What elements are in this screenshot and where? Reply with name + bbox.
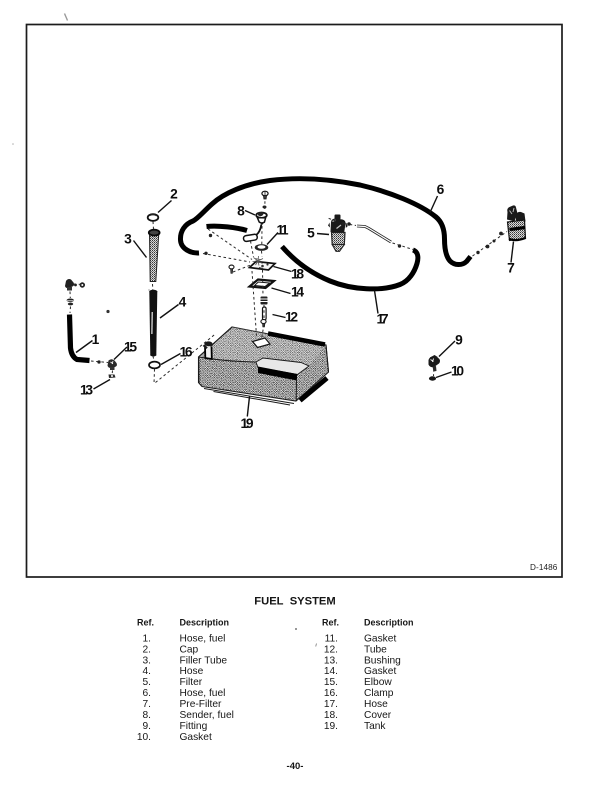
svg-text:Gasket: Gasket [364, 633, 396, 644]
svg-text:Cover: Cover [364, 710, 392, 721]
svg-text:6: 6 [437, 182, 445, 197]
svg-text:19.: 19. [324, 721, 338, 732]
svg-text:3.: 3. [143, 655, 152, 666]
svg-text:8: 8 [237, 204, 245, 219]
svg-text:9.: 9. [143, 721, 152, 732]
svg-text:D-1486: D-1486 [530, 563, 558, 572]
svg-text:-40-: -40- [287, 761, 304, 772]
svg-text:Fitting: Fitting [180, 721, 208, 732]
svg-text:Sender, fuel: Sender, fuel [180, 710, 234, 721]
svg-text:Ref.: Ref. [322, 618, 339, 628]
svg-text:17.: 17. [324, 699, 338, 710]
svg-text:10.: 10. [137, 732, 151, 743]
svg-text:Hose, fuel: Hose, fuel [180, 633, 226, 644]
svg-text:4: 4 [179, 295, 187, 310]
svg-text:4.: 4. [143, 666, 152, 677]
svg-text:7.: 7. [143, 699, 152, 710]
svg-text:Bushing: Bushing [364, 655, 401, 666]
svg-text:Tank: Tank [364, 721, 386, 732]
svg-text:Hose: Hose [364, 699, 388, 710]
svg-text:18.: 18. [324, 710, 338, 721]
svg-text:19: 19 [241, 416, 254, 431]
svg-text:Filter: Filter [180, 677, 203, 688]
svg-text:5: 5 [307, 226, 315, 241]
svg-text:Pre-Filter: Pre-Filter [180, 699, 222, 710]
svg-text:10: 10 [451, 364, 464, 379]
svg-text:12.: 12. [324, 644, 338, 655]
svg-text:2.: 2. [143, 644, 152, 655]
svg-text:Clamp: Clamp [364, 688, 394, 699]
svg-text:Hose, fuel: Hose, fuel [180, 688, 226, 699]
svg-text:FUEL SYSTEM: FUEL SYSTEM [254, 596, 335, 608]
svg-text:18: 18 [291, 267, 304, 282]
svg-text:16.: 16. [324, 688, 338, 699]
svg-text:17: 17 [377, 312, 389, 327]
svg-text:Elbow: Elbow [364, 677, 392, 688]
svg-text:14.: 14. [324, 666, 338, 677]
svg-text:15: 15 [124, 340, 137, 355]
svg-text:1: 1 [92, 332, 100, 347]
svg-text:Gasket: Gasket [364, 666, 396, 677]
svg-text:12: 12 [285, 310, 298, 325]
svg-text:Gasket: Gasket [180, 732, 212, 743]
svg-text:Description: Description [180, 618, 230, 628]
svg-text:16: 16 [180, 345, 193, 360]
svg-text:6.: 6. [143, 688, 152, 699]
svg-text:Description: Description [364, 618, 414, 628]
svg-text:Ref.: Ref. [137, 618, 154, 628]
svg-text:13: 13 [80, 383, 93, 398]
svg-text:11: 11 [277, 223, 289, 238]
svg-text:9: 9 [455, 333, 463, 348]
svg-text:15.: 15. [324, 677, 338, 688]
svg-text:Cap: Cap [180, 644, 199, 655]
svg-text:Tube: Tube [364, 644, 387, 655]
svg-text:Filler Tube: Filler Tube [180, 655, 228, 666]
svg-text:11.: 11. [325, 633, 338, 644]
svg-text:1.: 1. [143, 633, 152, 644]
svg-text:3: 3 [124, 232, 132, 247]
svg-text:2: 2 [170, 187, 178, 202]
svg-text:14: 14 [291, 285, 304, 300]
svg-text:5.: 5. [143, 677, 152, 688]
svg-text:Hose: Hose [180, 666, 204, 677]
svg-text:13.: 13. [324, 655, 338, 666]
svg-text:7: 7 [507, 261, 515, 276]
svg-text:8.: 8. [143, 710, 152, 721]
